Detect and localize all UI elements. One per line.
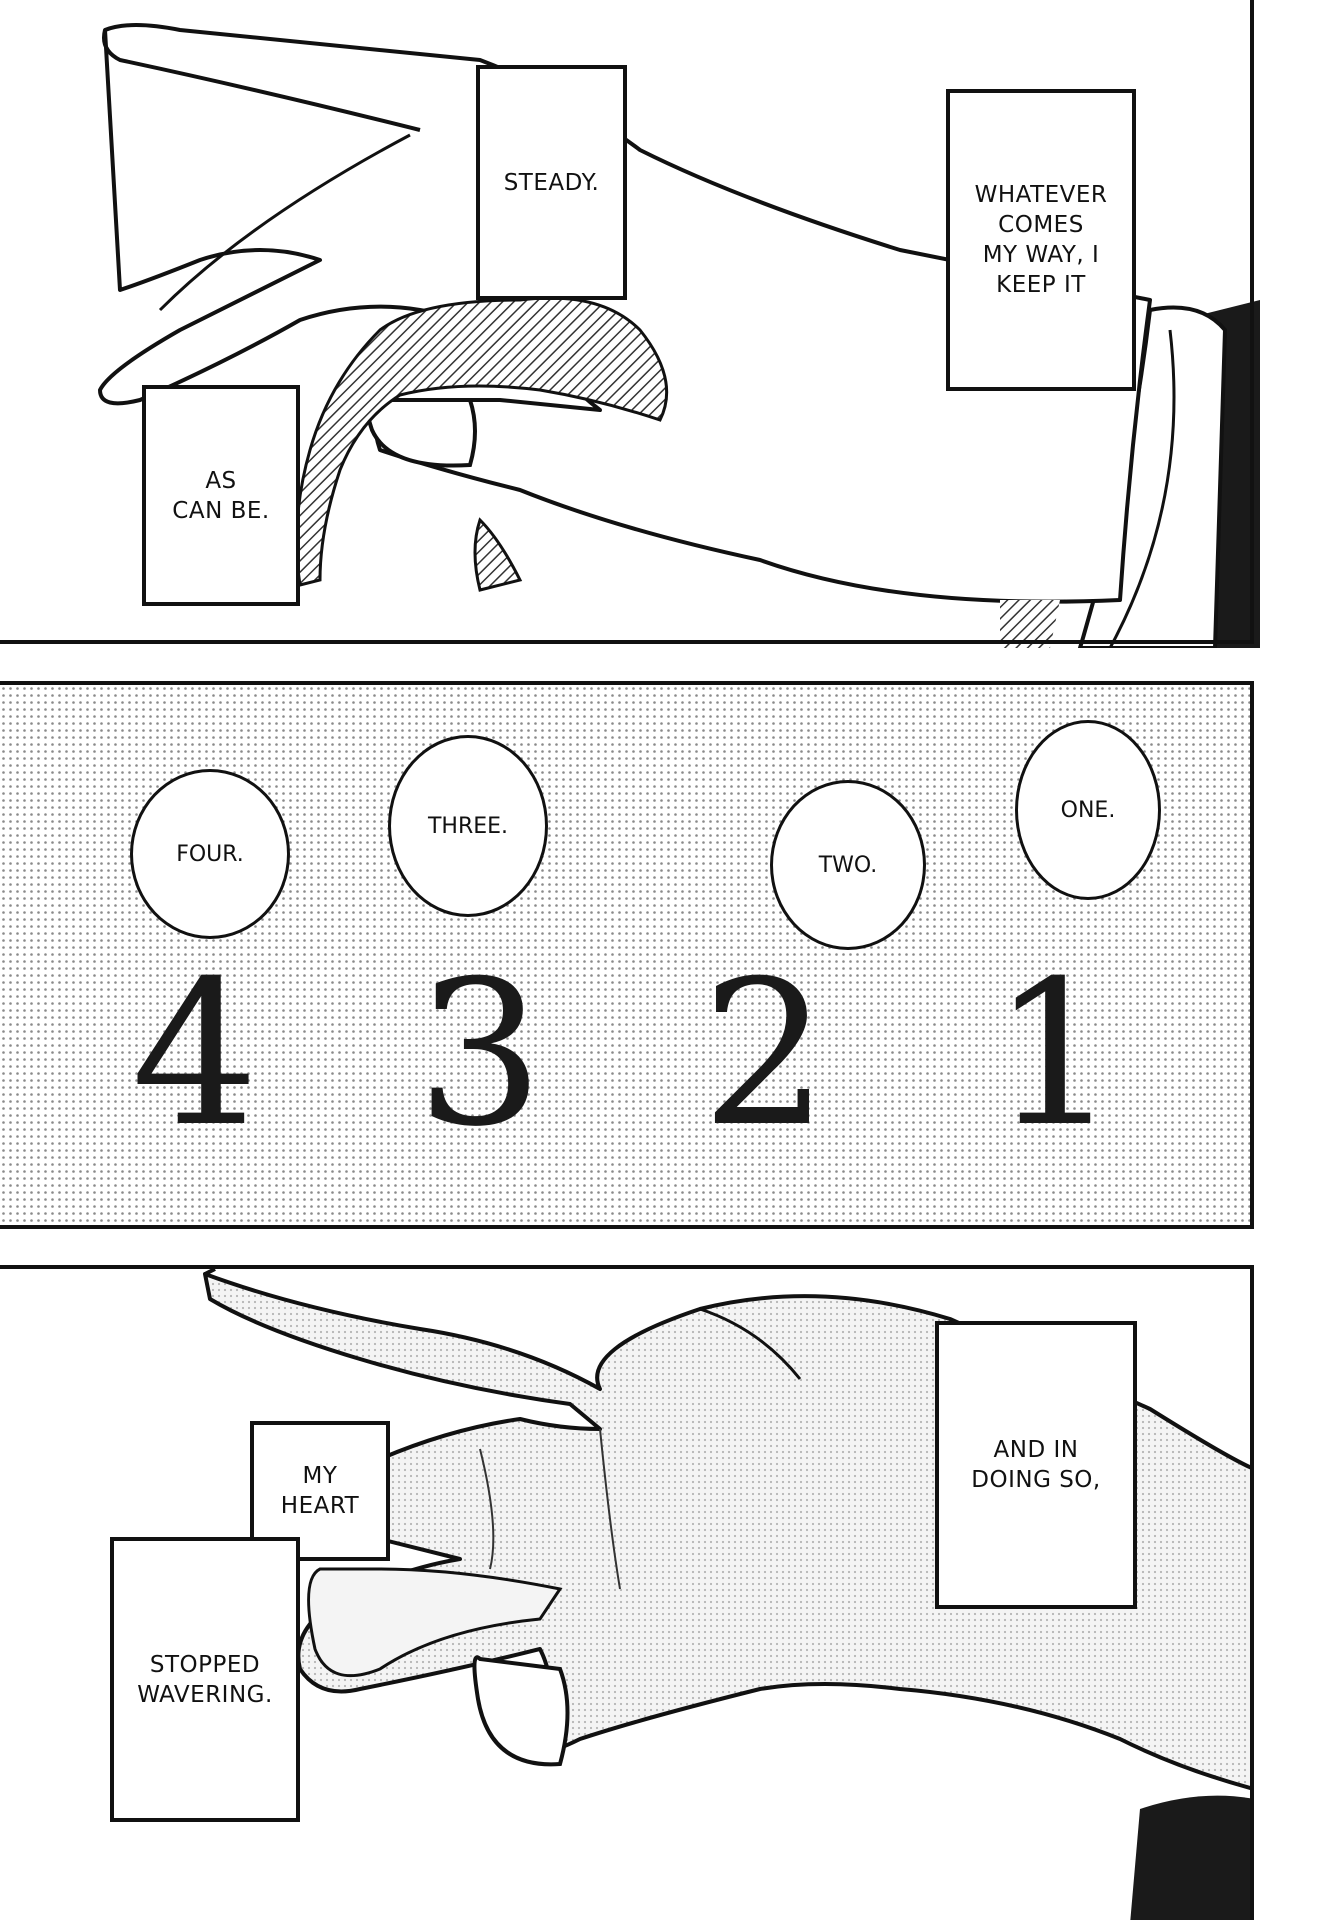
caption-whatever-comes: WHATEVER COMES MY WAY, I KEEP IT bbox=[946, 89, 1136, 391]
panel-border-top-right bbox=[1250, 0, 1254, 644]
numeral-one: 1 bbox=[991, 938, 1119, 1171]
panel-border-top bbox=[0, 640, 1254, 644]
numeral-four: 4 bbox=[131, 938, 259, 1171]
numeral-two: 2 bbox=[701, 938, 829, 1171]
bubble-three: THREE. bbox=[388, 735, 548, 917]
panel-hand-top: STEADY. WHATEVER COMES MY WAY, I KEEP IT… bbox=[0, 0, 1260, 648]
caption-as-can-be: AS CAN BE. bbox=[142, 385, 300, 606]
caption-my-heart: MY HEART bbox=[250, 1421, 390, 1561]
caption-stopped-wavering: STOPPED WAVERING. bbox=[110, 1537, 300, 1822]
caption-and-in-doing-so: AND IN DOING SO, bbox=[935, 1321, 1137, 1609]
bubble-one: ONE. bbox=[1015, 720, 1161, 900]
bubble-two: TWO. bbox=[770, 780, 926, 950]
panel-countdown: FOUR. THREE. TWO. ONE. 4 3 2 1 bbox=[0, 681, 1254, 1229]
panel-hand-bottom: AND IN DOING SO, MY HEART STOPPED WAVERI… bbox=[0, 1265, 1254, 1920]
bubble-four: FOUR. bbox=[130, 769, 290, 939]
numeral-three: 3 bbox=[416, 938, 544, 1171]
caption-steady: STEADY. bbox=[476, 65, 627, 300]
